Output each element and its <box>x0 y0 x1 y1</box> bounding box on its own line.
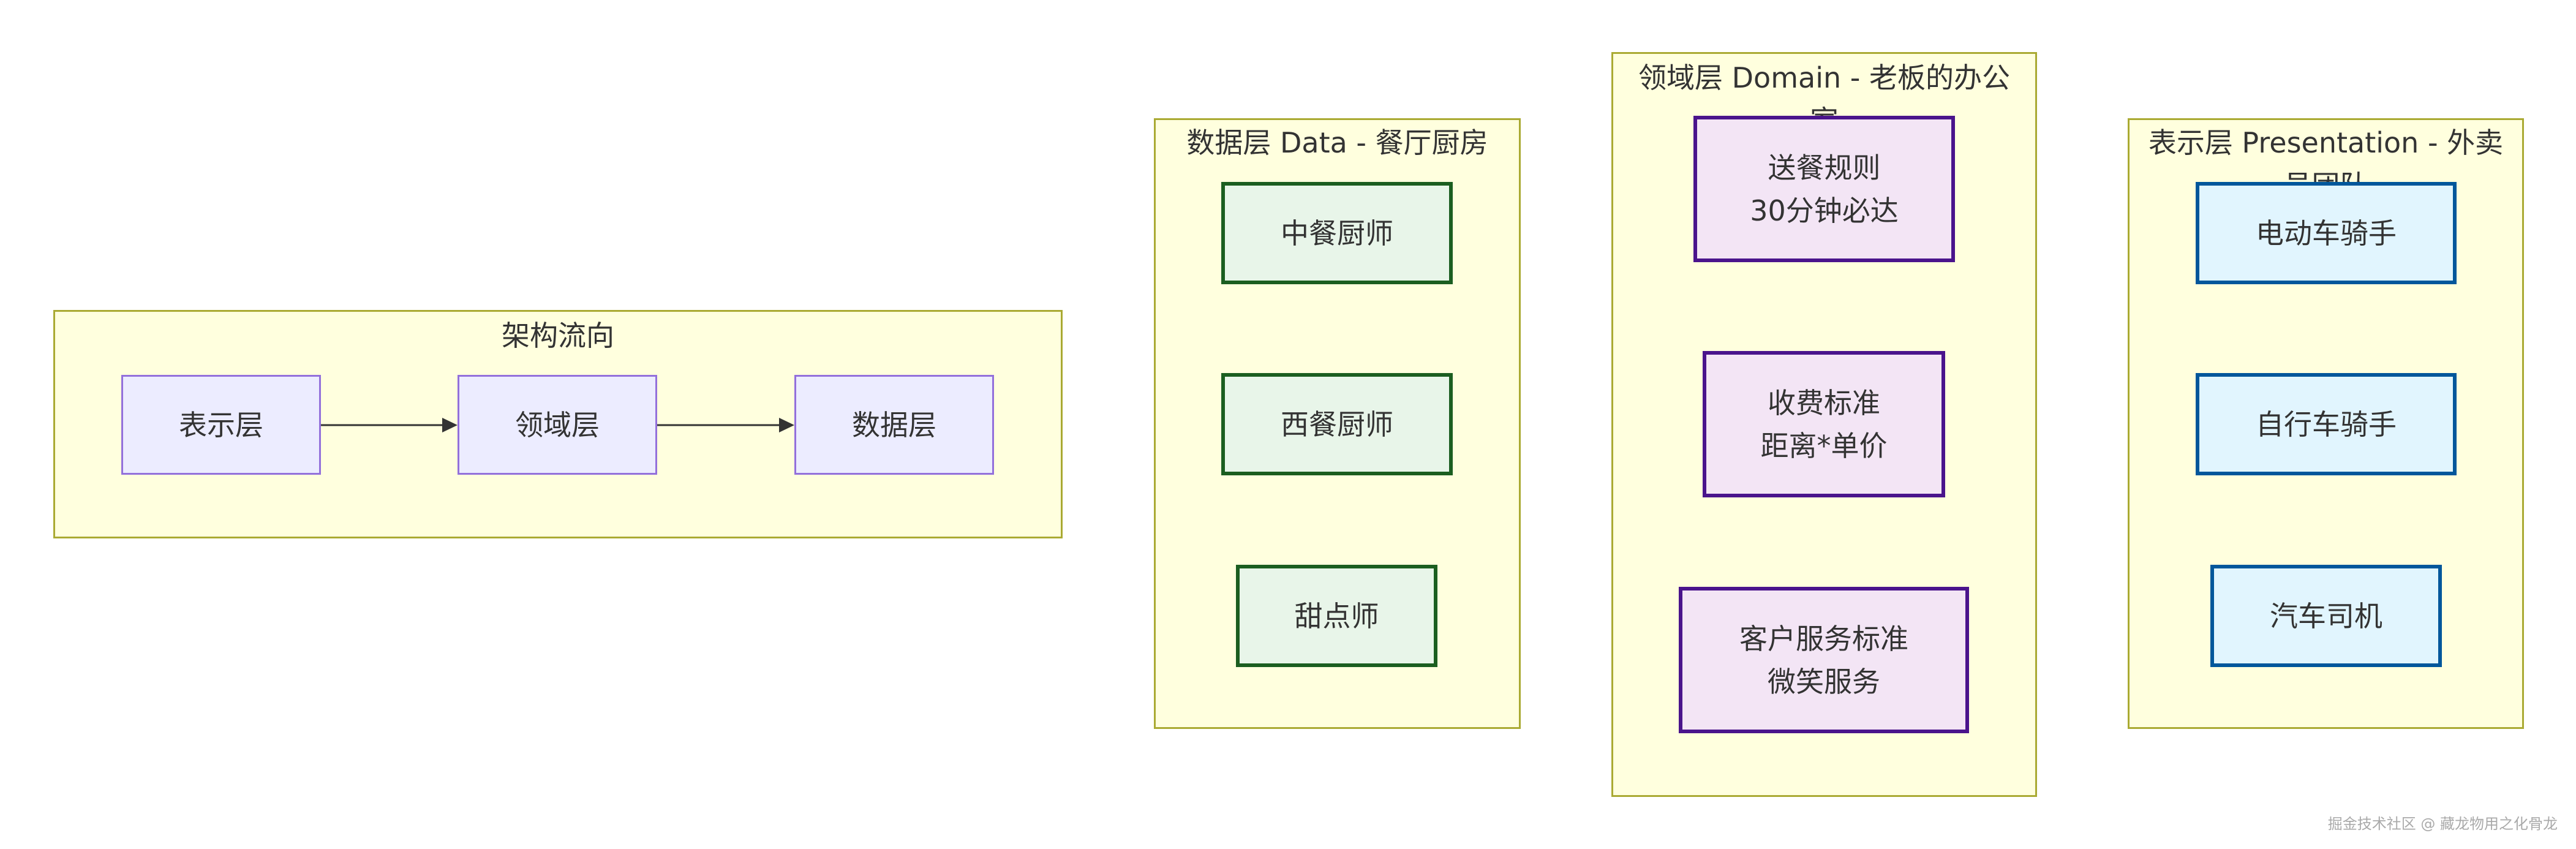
delivery-rule-line1: 送餐规则 <box>1768 151 1881 184</box>
pastry-chef-node[interactable]: 甜点师 <box>1236 565 1437 667</box>
pastry-chef-label: 甜点师 <box>1294 599 1379 633</box>
watermark: 掘金技术社区 @ 藏龙物用之化骨龙 <box>2327 815 2558 832</box>
bicycle-rider-node[interactable]: 自行车骑手 <box>2196 373 2457 475</box>
data-layer-title: 数据层 Data - 餐厅厨房 <box>1186 126 1488 159</box>
chinese-chef-node[interactable]: 中餐厨师 <box>1221 182 1453 284</box>
delivery-rule-line2: 30分钟必达 <box>1750 194 1899 227</box>
pricing-standard-line1: 收费标准 <box>1768 386 1880 420</box>
architecture-flow-title: 架构流向 <box>502 319 614 352</box>
car-driver-label: 汽车司机 <box>2270 599 2382 633</box>
flow-node-presentation-label: 表示层 <box>179 408 263 442</box>
flow-node-domain-label: 领域层 <box>515 408 600 442</box>
flow-node-presentation[interactable]: 表示层 <box>121 375 321 475</box>
delivery-rule-node[interactable]: 送餐规则 30分钟必达 <box>1693 116 1955 262</box>
flow-node-data[interactable]: 数据层 <box>794 375 994 475</box>
western-chef-node[interactable]: 西餐厨师 <box>1221 373 1453 475</box>
flow-node-data-label: 数据层 <box>852 408 936 442</box>
customer-service-node[interactable]: 客户服务标准 微笑服务 <box>1679 587 1969 733</box>
bicycle-rider-label: 自行车骑手 <box>2256 407 2397 441</box>
pricing-standard-node[interactable]: 收费标准 距离*单价 <box>1703 351 1945 497</box>
western-chef-label: 西餐厨师 <box>1281 407 1393 441</box>
customer-service-line1: 客户服务标准 <box>1739 622 1908 655</box>
chinese-chef-label: 中餐厨师 <box>1281 216 1393 250</box>
ebike-rider-node[interactable]: 电动车骑手 <box>2196 182 2457 284</box>
customer-service-line2: 微笑服务 <box>1768 665 1880 698</box>
car-driver-node[interactable]: 汽车司机 <box>2210 565 2442 667</box>
flow-node-domain[interactable]: 领域层 <box>458 375 657 475</box>
pricing-standard-line2: 距离*单价 <box>1760 429 1888 462</box>
ebike-rider-label: 电动车骑手 <box>2256 216 2397 250</box>
